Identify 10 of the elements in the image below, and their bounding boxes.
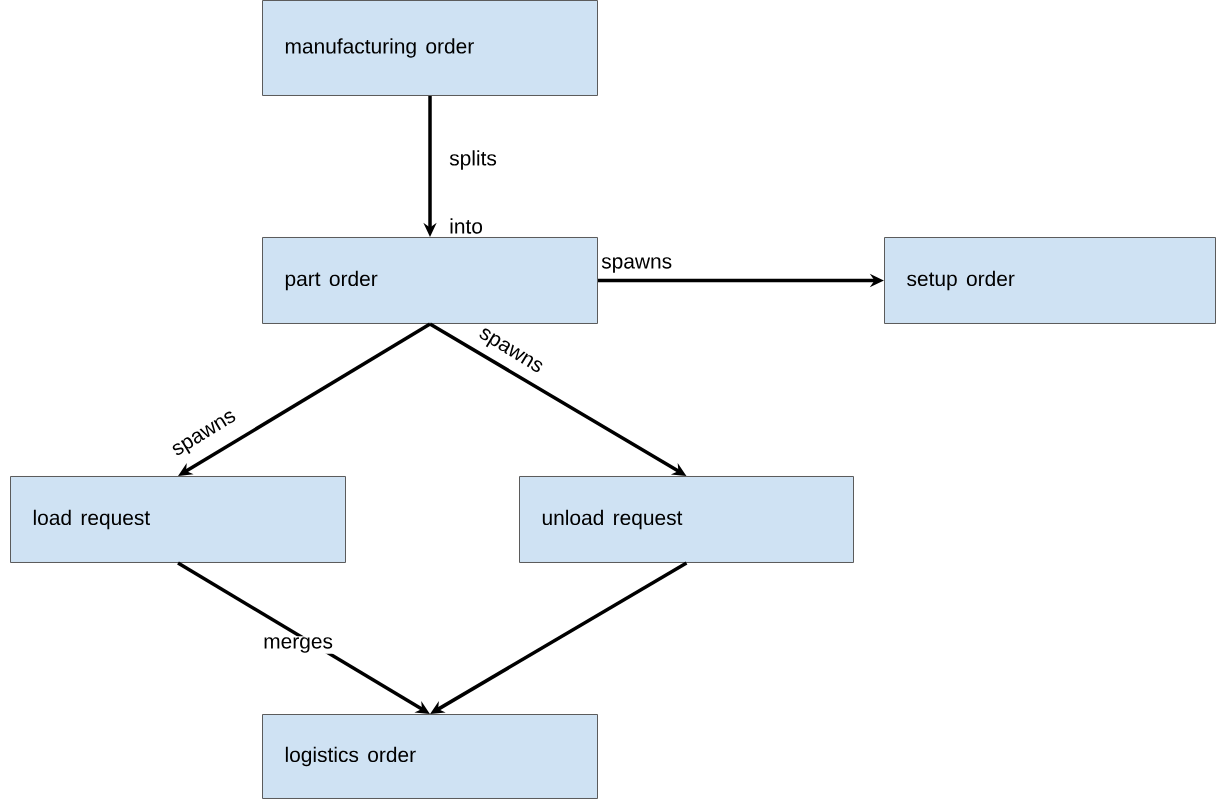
edge-label: merges [262,636,334,654]
process-box: unload request [519,476,854,563]
edge-label: splits [448,149,498,171]
process-box: load request [10,476,346,563]
edge-label: spawns [600,256,674,274]
process-box: part order [262,237,598,324]
process-box: logistics order [262,714,598,799]
text-label: into [448,217,484,235]
process-box: setup order [884,237,1216,324]
process-box: manufacturing order [262,0,598,96]
